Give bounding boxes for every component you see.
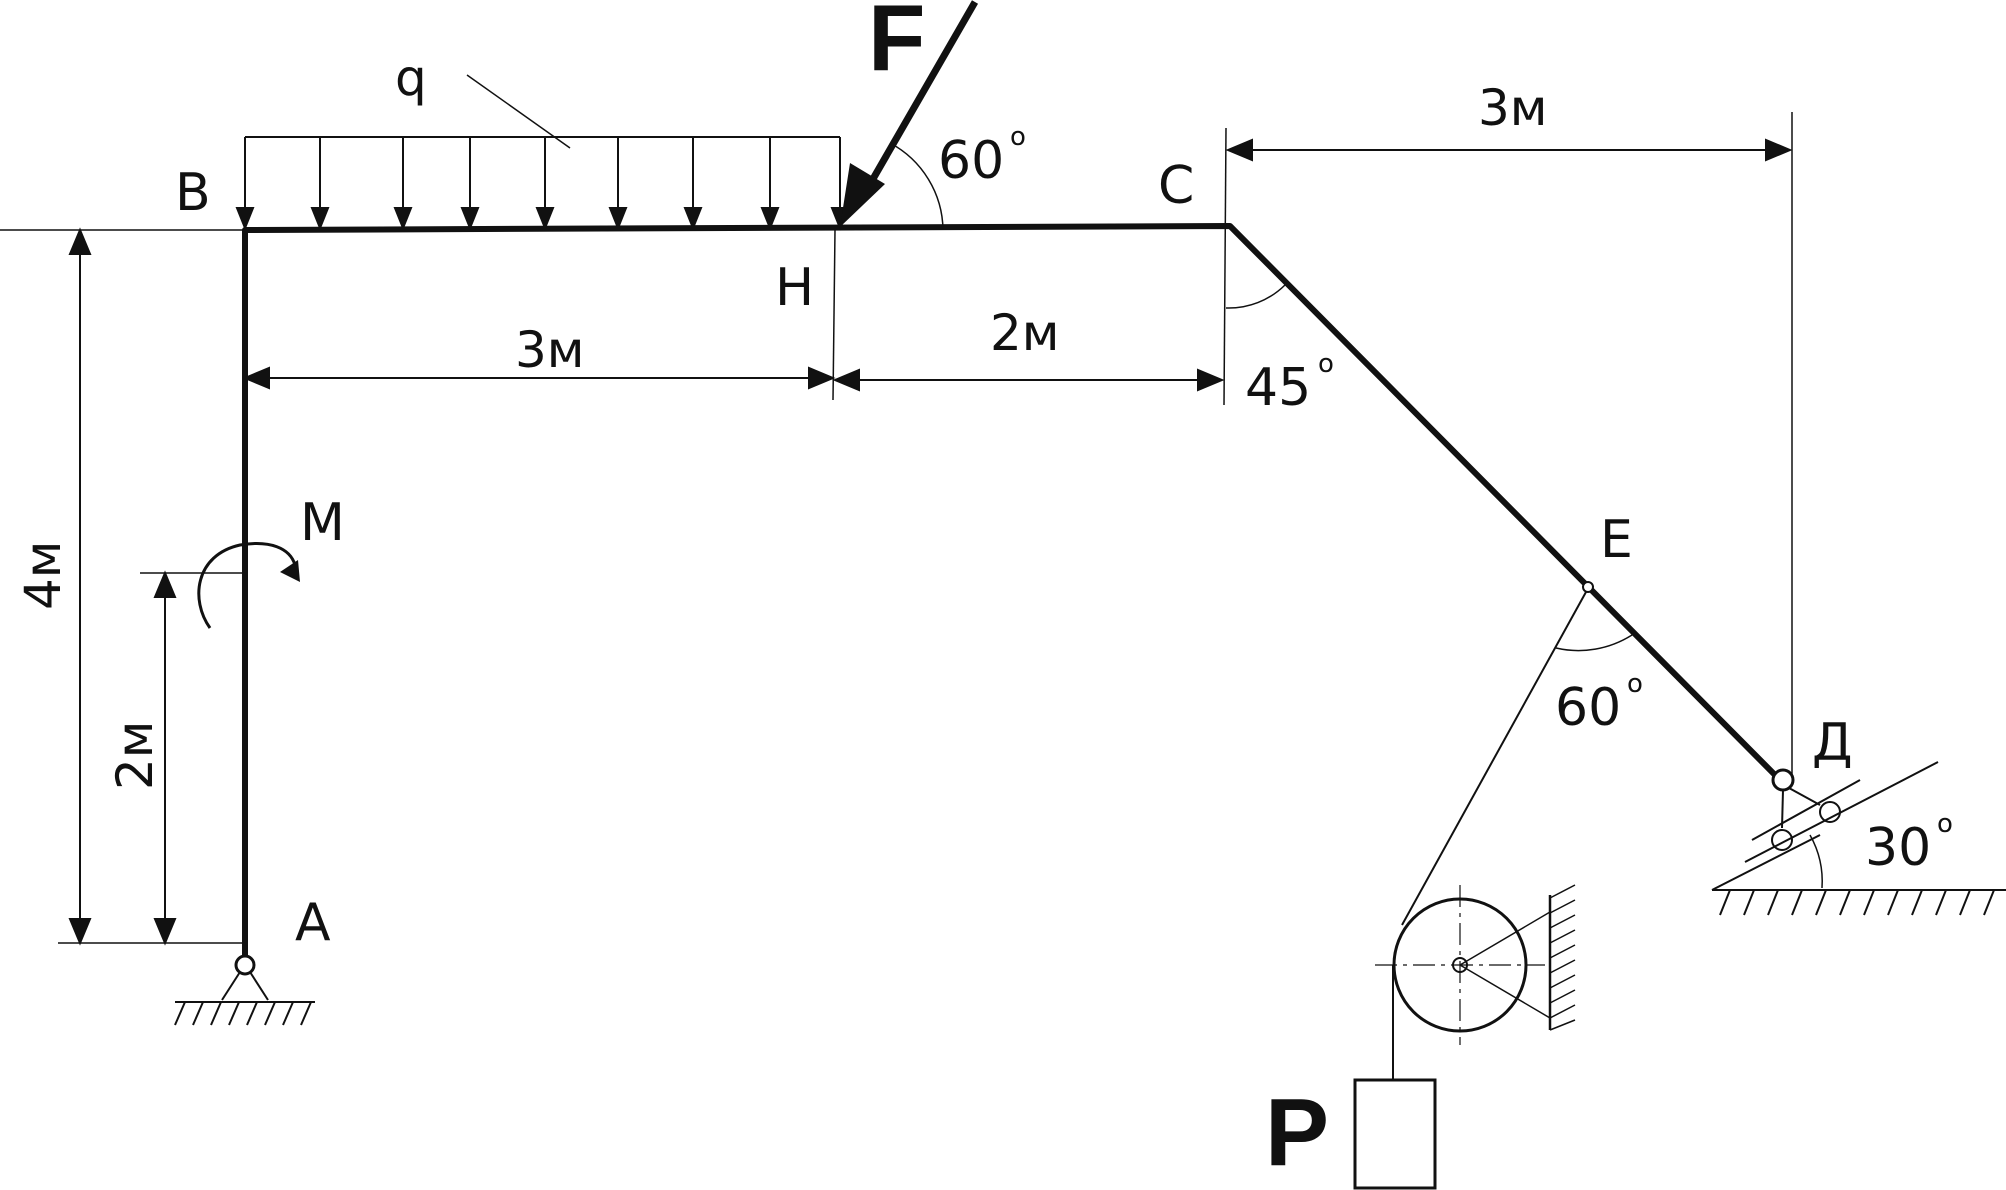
angle-force-degree: o (1010, 122, 1026, 152)
dim-cd-label: 3м (1478, 79, 1548, 137)
angle-c-label: 45 (1245, 358, 1311, 418)
label-d: Д (1812, 713, 1853, 773)
force-f-arrow (840, 0, 979, 227)
angle-c-degree: o (1318, 349, 1334, 379)
distributed-load-q (235, 136, 850, 231)
rope-attach-e (1582, 581, 1594, 593)
angle-support-degree: o (1937, 809, 1953, 839)
labels: q F B H C A M E Д P 3м 2м 3м 4м 2м 60 o … (14, 0, 1953, 1186)
angle-force-label: 60 (938, 131, 1004, 191)
pin-support-a (174, 954, 315, 1026)
dim-height-moment-label: 2м (106, 720, 164, 790)
q-leader-line (466, 74, 571, 149)
support-angle-arc (1809, 834, 1823, 889)
c-corner-angle-arc (1225, 284, 1286, 309)
e-angle-arc (1555, 634, 1633, 652)
force-angle-arc (889, 142, 944, 231)
weight-p-box (1353, 1078, 1437, 1190)
roller-support-d (1711, 761, 2006, 916)
label-a: A (295, 893, 331, 953)
label-e: E (1600, 510, 1633, 570)
label-m: M (300, 493, 345, 553)
label-q: q (395, 49, 427, 107)
label-f: F (868, 0, 925, 90)
extension-lines (0, 74, 1793, 944)
moment-m-arrow (197, 542, 300, 629)
label-c: C (1158, 156, 1194, 216)
dimension-lines (68, 138, 1793, 946)
dim-height-total-label: 4м (14, 540, 72, 610)
dim-bh-label: 3м (515, 321, 585, 379)
angle-e-label: 60 (1555, 678, 1621, 738)
frame (242, 223, 1783, 965)
label-h: H (775, 258, 814, 318)
angle-support-label: 30 (1865, 818, 1931, 878)
label-p: P (1265, 1079, 1329, 1186)
rope-upper (1401, 591, 1587, 926)
angle-e-degree: o (1627, 669, 1643, 699)
rope-pulley-weight (1353, 581, 1594, 1190)
label-b: B (175, 163, 211, 223)
angle-arcs (889, 142, 1823, 889)
dim-hc-label: 2м (990, 304, 1060, 362)
